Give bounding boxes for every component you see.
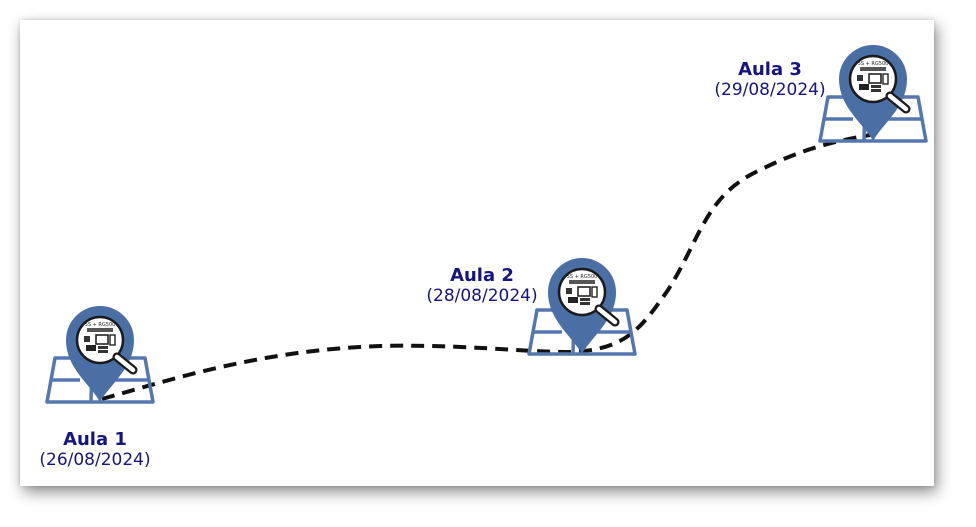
stop-1-label: Aula 1 (26/08/2024) — [25, 429, 165, 470]
map-pin-icon — [548, 258, 616, 354]
stop-2-date: (28/08/2024) — [426, 285, 538, 306]
slide-card — [20, 20, 934, 486]
stop-3-label: Aula 3 (29/08/2024) — [700, 59, 840, 100]
map-pin-icon — [66, 306, 134, 402]
stop-1-title: Aula 1 — [63, 429, 127, 450]
map-pin-icon — [839, 45, 907, 141]
pin-badge-text: 5S + RG500 — [85, 322, 116, 328]
stop-3-title: Aula 3 — [738, 59, 802, 80]
stop-1-date: (26/08/2024) — [39, 449, 151, 470]
stop-2-marker: 5S + RG500 — [527, 258, 637, 354]
stop-2-title: Aula 2 — [450, 265, 514, 286]
stop-3-marker: 5S + RG500 — [818, 45, 928, 141]
stop-2-label: Aula 2 (28/08/2024) — [412, 265, 552, 306]
stop-1-marker: 5S + RG500 — [45, 306, 155, 402]
pin-badge-text: 5S + RG500 — [858, 61, 889, 67]
stop-3-date: (29/08/2024) — [714, 79, 826, 100]
pin-badge-text: 5S + RG500 — [567, 274, 598, 280]
